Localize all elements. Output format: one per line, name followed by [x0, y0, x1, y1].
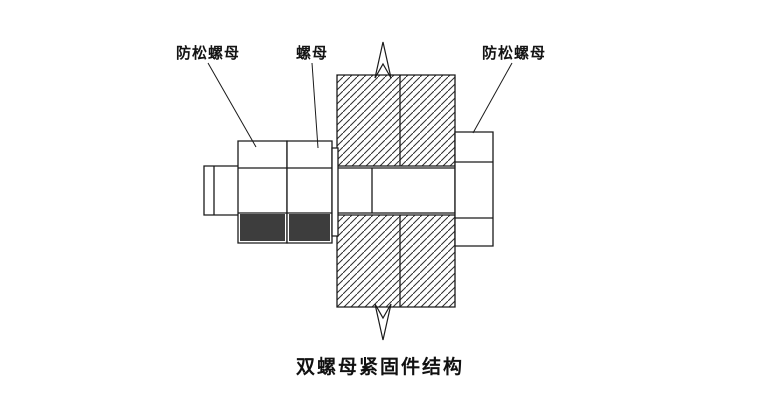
- leader-right: [473, 63, 512, 133]
- leader-middle: [312, 63, 318, 148]
- label-nut: 螺母: [296, 45, 329, 62]
- leader-lines: [208, 63, 512, 148]
- lock-nut-right: [455, 132, 493, 246]
- plate-section-lower: [337, 215, 455, 307]
- main-nut: [287, 141, 332, 243]
- label-lock-nut-left: 防松螺母: [176, 45, 241, 62]
- leader-left: [208, 63, 256, 147]
- lock-nut-left: [238, 141, 287, 243]
- washer: [332, 148, 338, 236]
- plate-section-upper: [337, 75, 455, 166]
- caption-title: 双螺母紧固件结构: [295, 357, 464, 378]
- break-mark-top: [375, 42, 391, 78]
- bolt-head: [204, 166, 240, 215]
- label-lock-nut-right: 防松螺母: [482, 45, 547, 62]
- break-mark-bottom: [375, 304, 391, 340]
